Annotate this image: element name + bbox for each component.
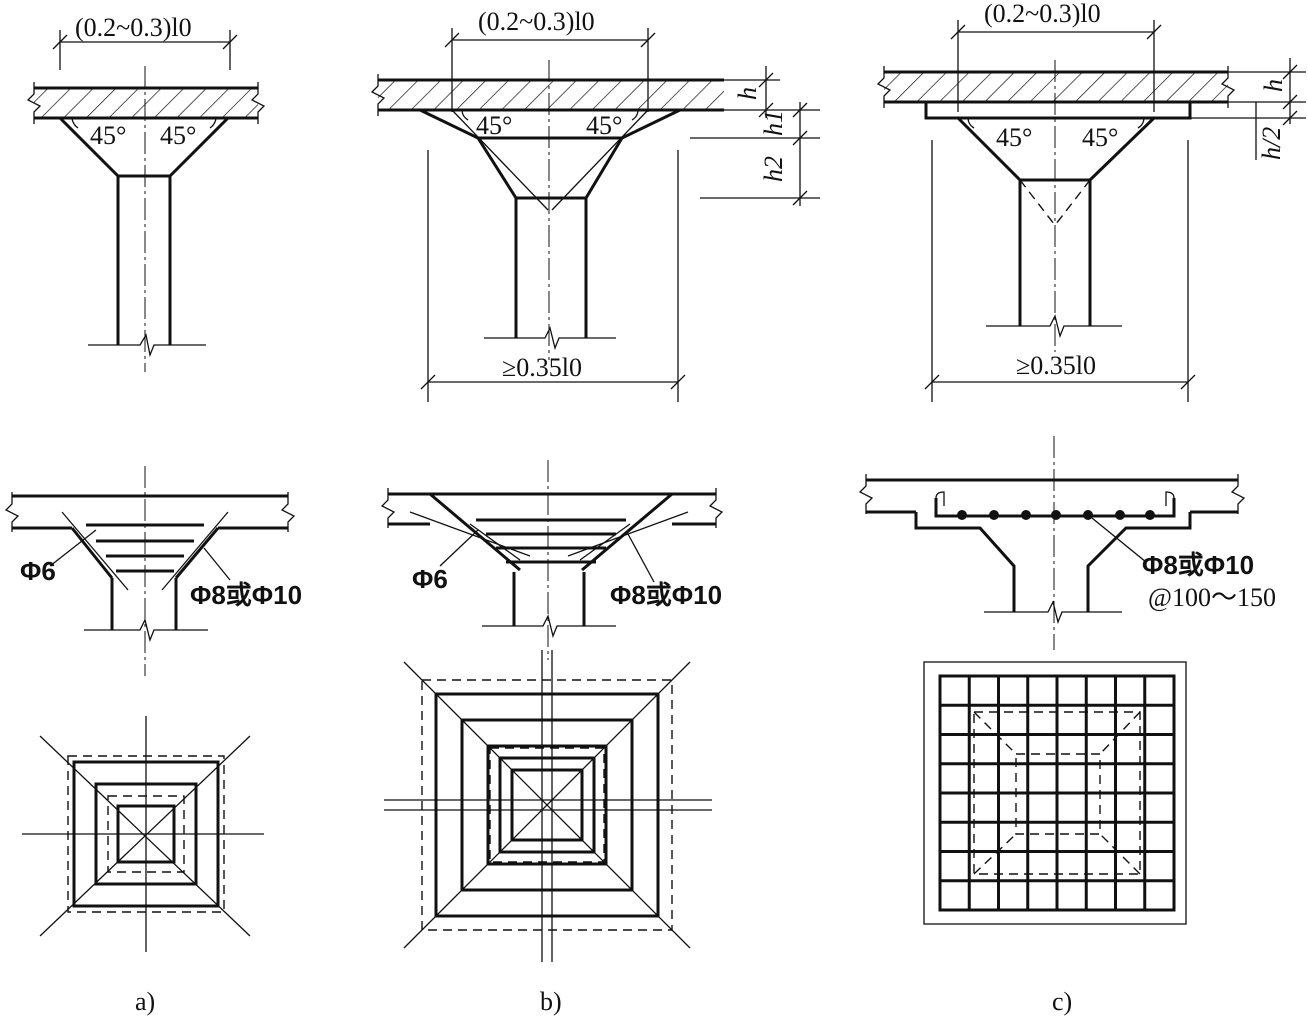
caption-b: b) — [540, 987, 562, 1016]
span-label-c: (0.2~0.3)l0 — [984, 0, 1101, 28]
angle-left-c: 45° — [996, 123, 1032, 152]
panel-a-rebar-section: Φ6 Φ8或Φ10 — [4, 466, 302, 676]
angle-left-a: 45° — [90, 121, 126, 150]
panel-a-plan — [22, 716, 264, 952]
caption-c: c) — [1052, 987, 1072, 1016]
panel-b-rebar-section: Φ6 Φ8或Φ10 — [380, 460, 724, 660]
angle-right-c: 45° — [1082, 123, 1118, 152]
angle-left-b: 45° — [476, 111, 512, 140]
width-label-c: ≥0.35l0 — [1016, 351, 1096, 380]
span-label-a: (0.2~0.3)l0 — [75, 13, 192, 42]
bar-spacing-c: @100～150 — [1148, 583, 1276, 612]
caption-a: a) — [135, 987, 155, 1016]
span-label-b: (0.2~0.3)l0 — [478, 7, 595, 36]
panel-b-elevation: (0.2~0.3)l0 ≥0.35l0 45° 45° — [370, 7, 820, 402]
panel-c-elevation: (0.2~0.3)l0 ≥0.35l0 45° 45° — [876, 0, 1306, 402]
dim-h-c: h — [1259, 79, 1288, 92]
panel-c-rebar-section: Φ8或Φ10 @100～150 — [858, 436, 1276, 650]
dim-h2-b: h2 — [759, 156, 788, 182]
bar-phi8-c: Φ8或Φ10 — [1142, 550, 1254, 580]
dim-h2half-c: h/2 — [1257, 127, 1286, 160]
panel-a-elevation: (0.2~0.3)l0 45° 45° — [26, 13, 266, 372]
panel-c-plan — [923, 661, 1187, 925]
panel-b-plan — [384, 650, 712, 962]
bar-phi8-b: Φ8或Φ10 — [610, 580, 722, 610]
angle-right-a: 45° — [160, 121, 196, 150]
bar-phi6-b: Φ6 — [412, 564, 448, 594]
dim-h1-b: h1 — [759, 110, 788, 136]
dim-h-b: h — [733, 87, 762, 100]
angle-right-b: 45° — [586, 111, 622, 140]
bar-phi6-a: Φ6 — [20, 556, 56, 586]
width-label-b: ≥0.35l0 — [502, 353, 582, 382]
bar-phi8-a: Φ8或Φ10 — [190, 580, 302, 610]
